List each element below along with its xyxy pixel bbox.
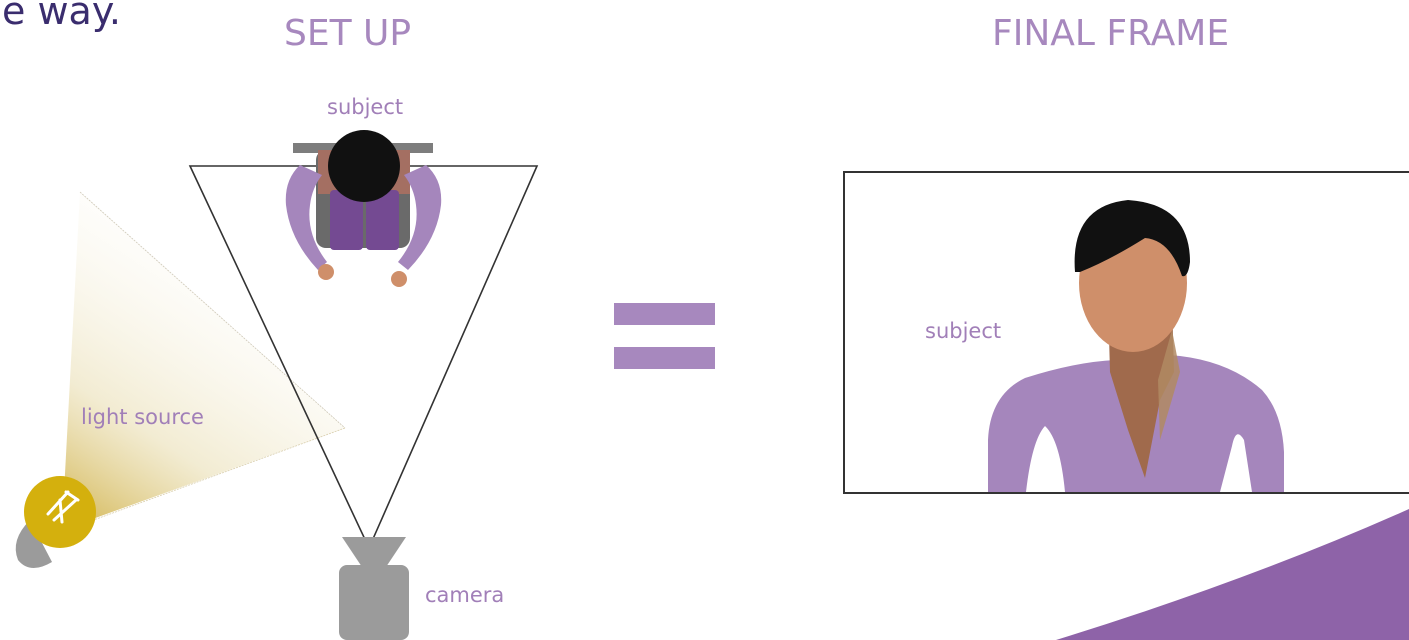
- decorative-purple-corner: [1056, 509, 1409, 640]
- light-source-label: light source: [81, 405, 204, 429]
- subject-top-view-figure: [285, 130, 442, 287]
- lightbulb-icon: [15, 476, 96, 569]
- equals-sign-icon: [614, 303, 715, 369]
- subject-label-setup: subject: [327, 95, 404, 119]
- camera-label: camera: [425, 583, 505, 607]
- subject-front-view-figure: [988, 200, 1284, 492]
- light-beam: [62, 191, 346, 530]
- final-frame-heading: FINAL FRAME: [992, 13, 1230, 54]
- setup-heading: SET UP: [284, 13, 412, 54]
- subject-label-final-frame: subject: [925, 319, 1002, 343]
- camera-icon: [339, 537, 409, 640]
- intro-text-fragment: e way.: [2, 0, 121, 33]
